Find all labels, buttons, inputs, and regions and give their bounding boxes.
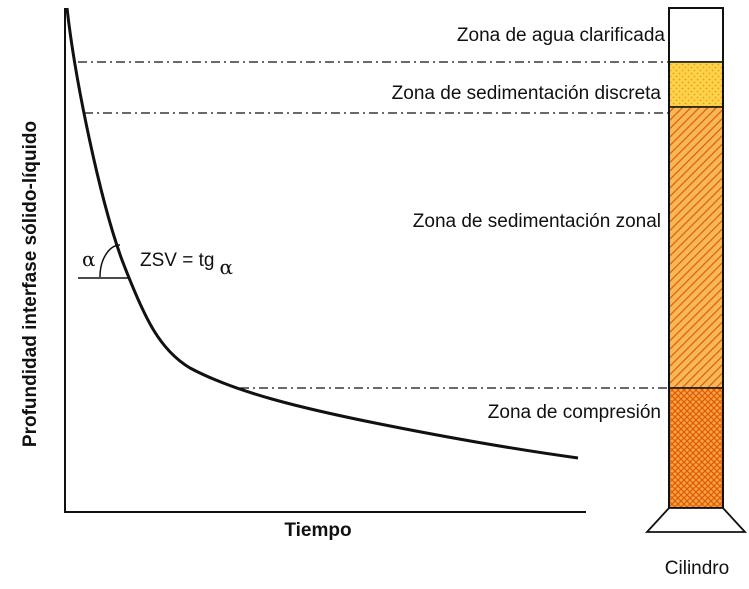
cylinder-base: [644, 507, 748, 533]
zsv-formula-text: ZSV = tg: [140, 250, 214, 271]
y-axis-title: Profundidad interfase sólido-líquido: [20, 121, 41, 447]
zsv-formula-subscript: α: [219, 255, 233, 279]
cylinder-zone-zonal: [668, 106, 724, 389]
zone-label-clarified: Zona de agua clarificada: [457, 25, 666, 46]
zone-label-zonal: Zona de sedimentación zonal: [413, 211, 661, 232]
angle-arc: [99, 244, 121, 278]
zone-label-discrete: Zona de sedimentación discreta: [392, 83, 662, 104]
cylinder-zone-clarified: [668, 7, 724, 63]
cylinder-label: Cilindro: [665, 558, 729, 579]
angle-symbol: α: [82, 247, 96, 271]
cylinder-zone-compression: [668, 387, 724, 509]
settling-curve: [65, 7, 579, 460]
x-axis-title: Tiempo: [284, 520, 351, 541]
zone-label-compression: Zona de compresión: [488, 402, 661, 423]
cylinder-zone-discrete: [668, 61, 724, 108]
